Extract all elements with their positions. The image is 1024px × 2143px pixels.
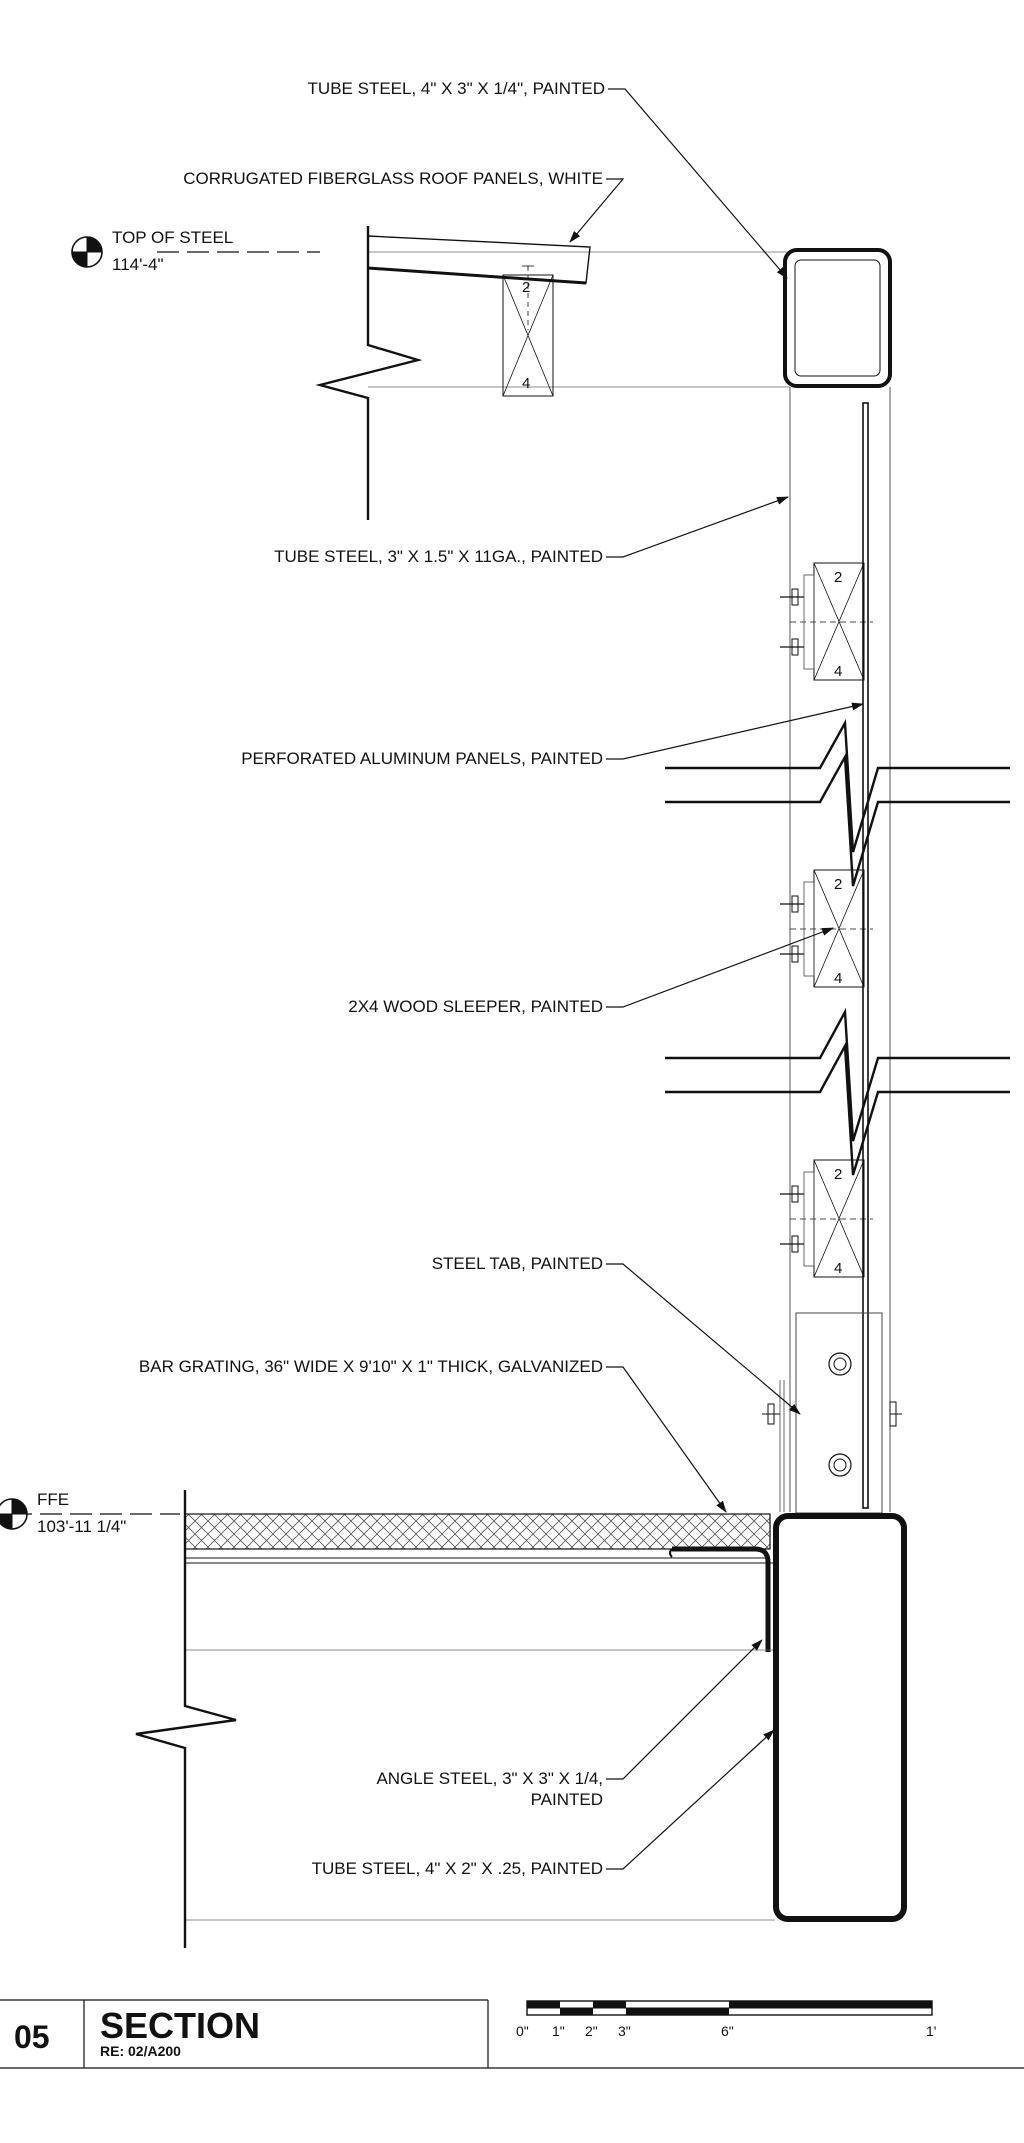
callout-tube-steel-bottom: TUBE STEEL, 4" X 2" X .25, PAINTED <box>312 1729 775 1878</box>
sleeper-2: 2 4 <box>780 869 873 988</box>
sleeper-2-width-tag: 4 <box>834 970 842 987</box>
note-tube-steel-top: TUBE STEEL, 4" X 3" X 1/4", PAINTED <box>308 79 605 98</box>
graphic-scale-bar: 0" 1" 2" 3" 6" 1' <box>516 2000 936 2039</box>
note-tube-steel-bottom: TUBE STEEL, 4" X 2" X .25, PAINTED <box>312 1859 603 1878</box>
note-tube-steel-post: TUBE STEEL, 3" X 1.5" X 11GA., PAINTED <box>274 547 603 566</box>
purlin-depth-tag: 2 <box>522 279 530 296</box>
elevation-marker-ffe: FFE 103'-11 1/4" <box>0 1490 126 1536</box>
note-wood-sleeper: 2X4 WOOD SLEEPER, PAINTED <box>348 997 603 1016</box>
note-roof-panels: CORRUGATED FIBERGLASS ROOF PANELS, WHITE <box>183 169 603 188</box>
note-steel-tab: STEEL TAB, PAINTED <box>432 1254 603 1273</box>
detail-reference: RE: 02/A200 <box>100 2043 181 2059</box>
sleeper-1-width-tag: 4 <box>834 663 842 680</box>
sleeper-3-width-tag: 4 <box>834 1260 842 1277</box>
callout-tube-steel-top: TUBE STEEL, 4" X 3" X 1/4", PAINTED <box>308 79 788 279</box>
break-lines <box>665 718 1010 1176</box>
sleeper-1-depth-tag: 2 <box>834 569 842 586</box>
title-block: 05 SECTION RE: 02/A200 <box>0 1999 1024 2069</box>
scale-label-0: 0" <box>516 2023 529 2039</box>
scale-label-12: 1' <box>926 2023 936 2039</box>
sleeper-1: 2 4 <box>780 562 873 681</box>
sleeper-3: 2 4 <box>780 1159 873 1278</box>
elevation-marker-top-of-steel: TOP OF STEEL 114'-4" <box>71 228 233 274</box>
callout-tube-steel-post: TUBE STEEL, 3" X 1.5" X 11GA., PAINTED <box>274 496 789 566</box>
callout-perforated-panels: PERFORATED ALUMINUM PANELS, PAINTED <box>241 702 864 768</box>
roof-assembly: 2 4 <box>157 226 892 520</box>
detail-title: SECTION <box>100 2005 260 2046</box>
callout-bar-grating: BAR GRATING, 36" WIDE X 9'10" X 1" THICK… <box>139 1357 727 1513</box>
top-of-steel-value: 114'-4" <box>112 255 164 274</box>
scale-label-1: 1" <box>552 2023 565 2039</box>
top-of-steel-label: TOP OF STEEL <box>112 228 233 247</box>
sleeper-2-depth-tag: 2 <box>834 876 842 893</box>
detail-number: 05 <box>14 2019 50 2055</box>
note-angle-steel-line2: PAINTED <box>531 1790 603 1809</box>
callout-steel-tab: STEEL TAB, PAINTED <box>432 1254 801 1415</box>
note-perforated-panels: PERFORATED ALUMINUM PANELS, PAINTED <box>241 749 603 768</box>
scale-label-2: 2" <box>585 2023 598 2039</box>
note-bar-grating: BAR GRATING, 36" WIDE X 9'10" X 1" THICK… <box>139 1357 603 1376</box>
scale-label-3: 3" <box>618 2023 631 2039</box>
scale-label-6: 6" <box>721 2023 734 2039</box>
callout-roof-panels: CORRUGATED FIBERGLASS ROOF PANELS, WHITE <box>183 169 625 243</box>
purlin-width-tag: 4 <box>522 375 530 392</box>
floor-assembly <box>10 1490 907 1948</box>
callout-angle-steel: ANGLE STEEL, 3" X 3" X 1/4, PAINTED <box>376 1639 763 1809</box>
note-angle-steel-line1: ANGLE STEEL, 3" X 3" X 1/4, <box>376 1769 603 1788</box>
ffe-label: FFE <box>37 1490 69 1509</box>
callout-wood-sleeper: 2X4 WOOD SLEEPER, PAINTED <box>348 927 834 1016</box>
post-assembly <box>762 387 902 1514</box>
ffe-value: 103'-11 1/4" <box>37 1517 126 1536</box>
sleeper-3-depth-tag: 2 <box>834 1166 842 1183</box>
